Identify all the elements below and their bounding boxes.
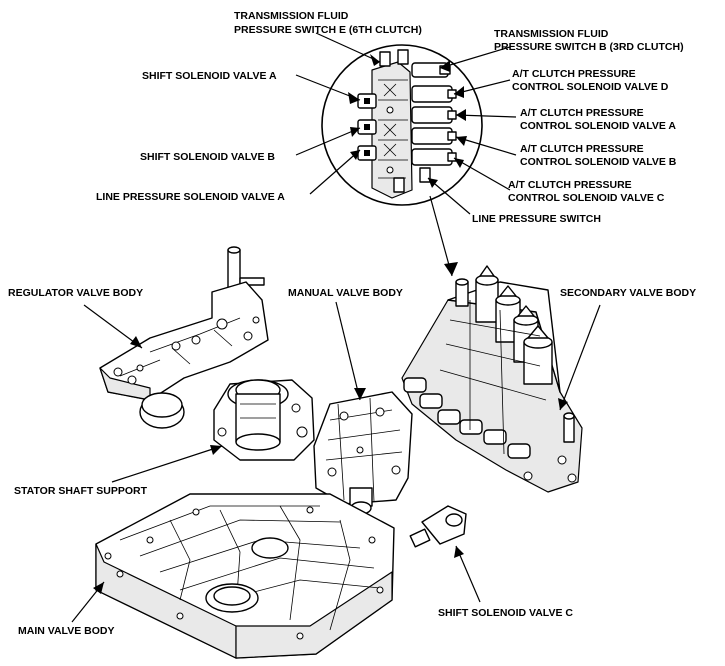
label-atcpcsv-b-line2: CONTROL SOLENOID VALVE B	[520, 156, 677, 168]
label-atcpcsv-b-line1: A/T CLUTCH PRESSURE	[520, 143, 644, 155]
label-atcpcsv-a-line1: A/T CLUTCH PRESSURE	[520, 107, 644, 119]
label-atcpcsv-c-line1: A/T CLUTCH PRESSURE	[508, 179, 632, 191]
label-atcpcsv-a-line2: CONTROL SOLENOID VALVE A	[520, 120, 676, 132]
arrowheads	[93, 54, 568, 594]
labels: TRANSMISSION FLUID PRESSURE SWITCH E (6T…	[8, 10, 696, 637]
label-stator-shaft-support: STATOR SHAFT SUPPORT	[14, 485, 148, 497]
label-shift-solenoid-valve-c: SHIFT SOLENOID VALVE C	[438, 607, 573, 619]
manual-valve-body-part	[313, 391, 413, 515]
secondary-solenoid-1	[475, 265, 499, 323]
regulator-valve-body-part	[99, 246, 269, 429]
label-main-valve-body: MAIN VALVE BODY	[18, 625, 114, 637]
label-tfps-b-line2: PRESSURE SWITCH B (3RD CLUTCH)	[494, 41, 684, 53]
main-valve-body-part	[95, 493, 395, 659]
label-atcpcsv-d-line1: A/T CLUTCH PRESSURE	[512, 68, 636, 80]
label-secondary-valve-body: SECONDARY VALVE BODY	[560, 287, 696, 299]
label-regulator-valve-body: REGULATOR VALVE BODY	[8, 287, 143, 299]
label-line-pressure-solenoid-valve-a: LINE PRESSURE SOLENOID VALVE A	[96, 191, 285, 203]
label-line-pressure-switch: LINE PRESSURE SWITCH	[472, 213, 601, 225]
label-atcpcsv-d-line2: CONTROL SOLENOID VALVE D	[512, 81, 669, 93]
label-atcpcsv-c-line2: CONTROL SOLENOID VALVE C	[508, 192, 665, 204]
shift-solenoid-valve-c-part	[409, 505, 467, 548]
label-shift-solenoid-valve-a: SHIFT SOLENOID VALVE A	[142, 70, 277, 82]
label-shift-solenoid-valve-b: SHIFT SOLENOID VALVE B	[140, 151, 275, 163]
secondary-valve-body-part	[401, 265, 583, 493]
label-tfps-e-line2: PRESSURE SWITCH E (6TH CLUTCH)	[234, 24, 422, 36]
detail-circle-inset	[321, 44, 483, 206]
stator-shaft-support-part	[213, 379, 315, 461]
label-tfps-b-line1: TRANSMISSION FLUID	[494, 28, 609, 40]
label-manual-valve-body: MANUAL VALVE BODY	[288, 287, 403, 299]
label-tfps-e-line1: TRANSMISSION FLUID	[234, 10, 349, 22]
